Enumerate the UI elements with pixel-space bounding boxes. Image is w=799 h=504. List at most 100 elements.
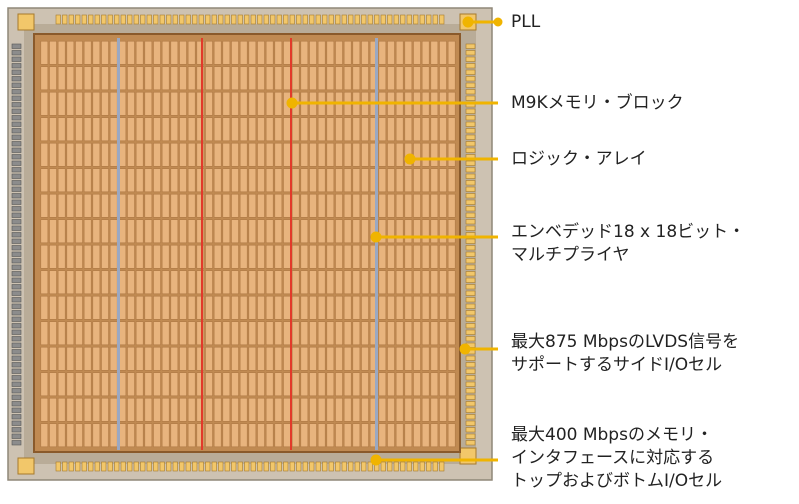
logic-block xyxy=(75,193,83,218)
logic-block xyxy=(248,244,257,269)
logic-block xyxy=(257,346,265,371)
io-pad xyxy=(185,14,191,25)
logic-block xyxy=(179,193,187,218)
logic-block xyxy=(205,270,213,295)
logic-block xyxy=(127,66,135,91)
logic-block xyxy=(144,397,153,422)
logic-block xyxy=(109,66,118,91)
io-pad xyxy=(465,362,476,368)
logic-block xyxy=(127,372,135,397)
logic-block xyxy=(447,423,456,448)
logic-block xyxy=(127,270,135,295)
logic-block xyxy=(447,270,456,295)
logic-block xyxy=(222,193,231,218)
logic-block xyxy=(75,40,83,65)
logic-block xyxy=(213,40,222,65)
logic-block xyxy=(257,244,265,269)
logic-block xyxy=(291,295,300,320)
logic-block xyxy=(300,66,309,91)
logic-block xyxy=(291,168,300,193)
logic-block xyxy=(413,219,421,244)
logic-block xyxy=(127,346,135,371)
io-pad xyxy=(465,336,476,342)
logic-block xyxy=(222,142,231,167)
io-pad xyxy=(11,323,22,329)
logic-block xyxy=(430,423,439,448)
logic-block xyxy=(49,270,57,295)
logic-block xyxy=(413,270,421,295)
logic-block xyxy=(430,168,439,193)
io-pad xyxy=(11,303,22,309)
logic-block xyxy=(187,40,196,65)
logic-block xyxy=(352,40,361,65)
logic-block xyxy=(101,397,109,422)
logic-block xyxy=(326,117,335,142)
io-pad xyxy=(179,14,185,25)
logic-block xyxy=(300,295,309,320)
io-pad xyxy=(387,14,393,25)
logic-block xyxy=(196,244,205,269)
logic-block xyxy=(361,219,369,244)
logic-block xyxy=(222,117,231,142)
logic-block xyxy=(187,117,196,142)
io-pad xyxy=(11,206,22,212)
logic-block xyxy=(413,397,421,422)
logic-block xyxy=(326,193,335,218)
io-pad xyxy=(11,427,22,433)
logic-block xyxy=(265,142,274,167)
logic-block xyxy=(430,66,439,91)
logic-block xyxy=(335,372,343,397)
logic-block xyxy=(378,423,387,448)
logic-block xyxy=(135,423,144,448)
io-pad xyxy=(172,14,178,25)
io-pad xyxy=(88,461,94,472)
io-pad xyxy=(465,407,476,413)
logic-block xyxy=(135,193,144,218)
label-m9k-memory-block: M9Kメモリ・ブロック xyxy=(511,93,684,113)
logic-block xyxy=(421,244,430,269)
io-pad xyxy=(11,167,22,173)
io-pad xyxy=(11,219,22,225)
logic-block xyxy=(109,193,118,218)
logic-block xyxy=(257,117,265,142)
logic-block xyxy=(144,142,153,167)
logic-block xyxy=(283,321,291,346)
io-pad xyxy=(11,89,22,95)
logic-block xyxy=(335,40,343,65)
io-pad xyxy=(465,290,476,296)
logic-block xyxy=(447,397,456,422)
logic-block xyxy=(92,244,101,269)
io-pad xyxy=(289,14,295,25)
logic-block xyxy=(361,66,369,91)
logic-block xyxy=(239,91,248,116)
logic-block xyxy=(66,270,75,295)
logic-block xyxy=(161,142,170,167)
logic-block xyxy=(92,193,101,218)
logic-block xyxy=(257,372,265,397)
logic-block xyxy=(144,372,153,397)
logic-block xyxy=(170,270,179,295)
logic-block xyxy=(395,423,404,448)
logic-block xyxy=(439,193,447,218)
logic-block xyxy=(274,91,283,116)
io-pad xyxy=(465,186,476,192)
logic-block xyxy=(170,168,179,193)
logic-block xyxy=(92,142,101,167)
logic-block xyxy=(135,168,144,193)
logic-block xyxy=(404,168,413,193)
io-pad xyxy=(11,407,22,413)
logic-block xyxy=(421,219,430,244)
logic-block xyxy=(101,142,109,167)
logic-block xyxy=(283,219,291,244)
io-pad xyxy=(107,461,113,472)
logic-block xyxy=(57,346,66,371)
logic-block xyxy=(439,397,447,422)
io-pad xyxy=(224,461,230,472)
logic-block xyxy=(239,372,248,397)
io-pad xyxy=(101,14,107,25)
logic-block xyxy=(213,168,222,193)
logic-block xyxy=(57,66,66,91)
logic-block xyxy=(75,372,83,397)
logic-block xyxy=(153,346,161,371)
logic-block xyxy=(317,142,326,167)
